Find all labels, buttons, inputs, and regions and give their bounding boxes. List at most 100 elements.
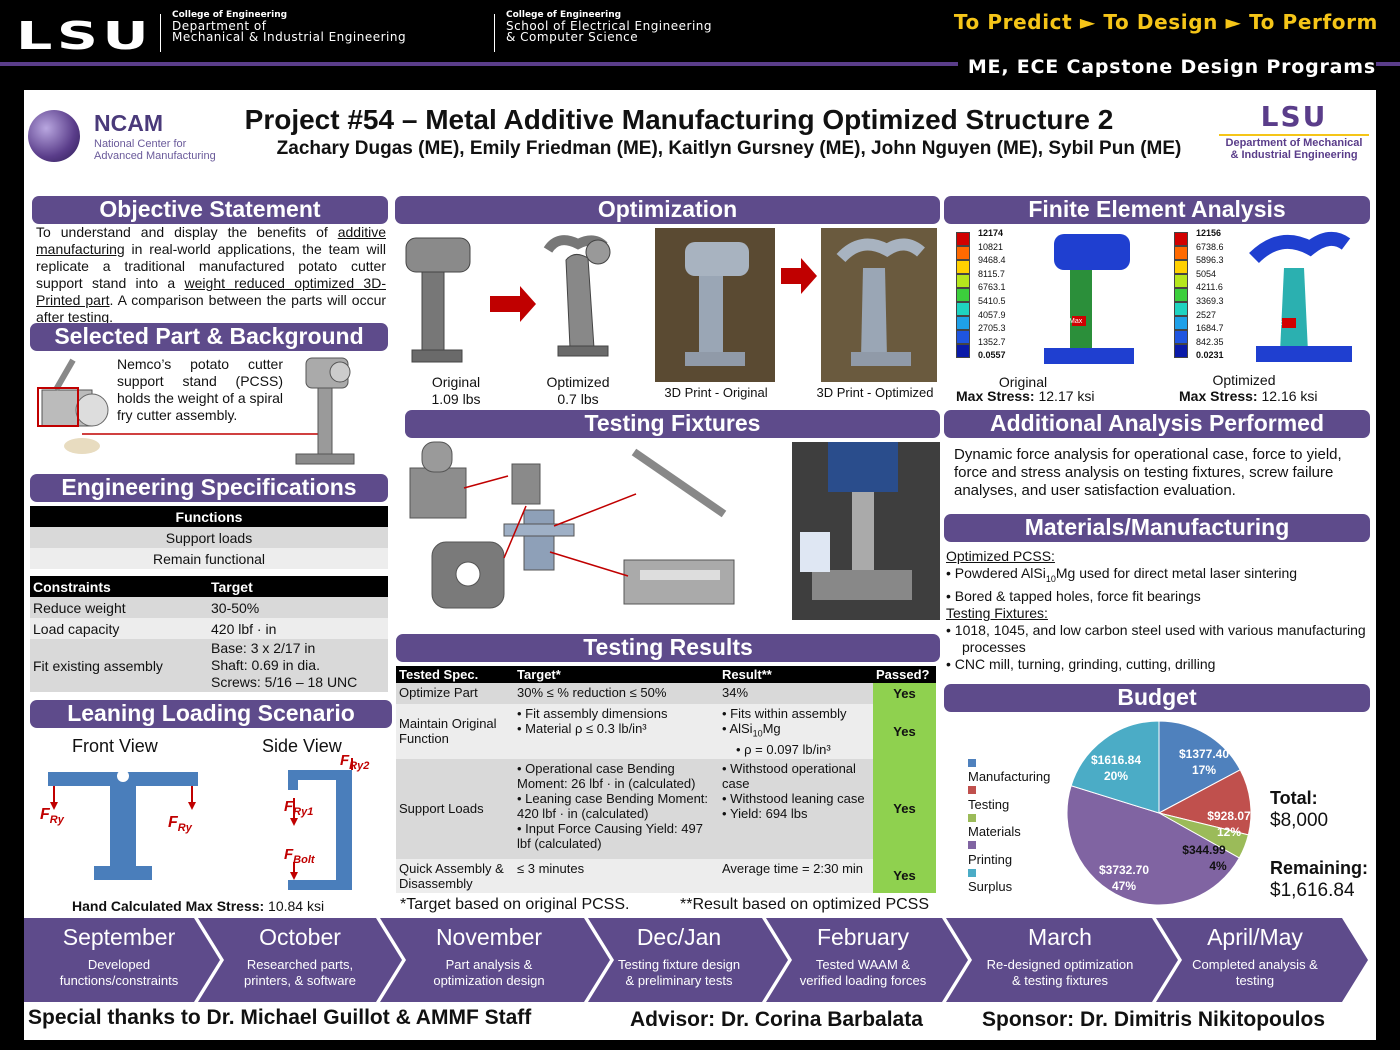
results-spec: Maintain Original Function [396, 704, 514, 759]
stress-label: Hand Calculated Max Stress: [72, 898, 265, 914]
pcss-part-image [295, 357, 355, 465]
pie-value-label: $344.99 [1182, 843, 1226, 857]
timeline-month: April/May [1207, 924, 1303, 950]
force-ry-right: FRy [168, 814, 192, 834]
force-symbol: F [168, 814, 178, 831]
legend-label: Materials [968, 824, 1021, 839]
testing-results-table: Tested Spec. Target* Result** Passed? Op… [396, 666, 936, 893]
fea-scale-label: 6763.1 [978, 282, 1006, 293]
fea-color-step [956, 302, 970, 316]
legend-swatch [968, 813, 976, 822]
alloy-subscript: 10 [752, 728, 763, 739]
results-header: Result** [719, 666, 873, 683]
pie-slice-surplus [1070, 720, 1160, 814]
fea-scale-label: 0.0231 [1196, 350, 1224, 361]
timeline-desc: Completed analysis &testing [1166, 957, 1344, 989]
footer-sponsor: Sponsor: Dr. Dimitris Nikitopoulos [982, 1008, 1326, 1031]
fea-scale-label: 5896.3 [1196, 255, 1224, 266]
results-pass-badge: Yes [873, 704, 936, 759]
additional-analysis-text: Dynamic force analysis for operational c… [954, 446, 1342, 499]
fea-color-step [956, 344, 970, 358]
timeline-desc-line: printers, & software [244, 973, 356, 988]
force-ry2: FRy2 [340, 752, 369, 772]
fea-optimized-model [1249, 231, 1352, 362]
results-pass-badge: Yes [873, 858, 936, 893]
fea-scale-label: 842.35 [1196, 336, 1224, 347]
footer-thanks: Special thanks to Dr. Michael Guillot & … [28, 1006, 532, 1029]
timeline-desc: Re-designed optimization& testing fixtur… [960, 957, 1160, 989]
results-spec: Support Loads [396, 758, 514, 859]
fea-scale-label: 3369.3 [1196, 296, 1224, 306]
legend-label: Printing [968, 851, 1013, 867]
timeline-desc-line: optimization design [433, 973, 545, 988]
legend-swatch [968, 758, 976, 767]
dept-line-2: & Computer Science [506, 30, 639, 44]
results-spec: Quick Assembly & Disassembly [396, 858, 514, 893]
objective-title: Objective Statement [32, 196, 388, 224]
materials-item: 1018, 1045, and low carbon steel used wi… [946, 622, 1366, 656]
fea-scale-label: 12174 [978, 228, 1004, 238]
results-spec: Optimize Part [396, 683, 514, 704]
timeline-desc: Researched parts,printers, & software [210, 957, 390, 989]
testing-results-title: Testing Results [396, 634, 940, 662]
budget-remaining-label: Remaining: [1270, 858, 1369, 878]
fea-color-bar [956, 232, 970, 358]
optimization-optimized-label: Optimized 0.7 lbs [538, 374, 618, 408]
materials-title: Materials/Manufacturing [944, 514, 1370, 542]
functions-header: Functions [30, 506, 388, 527]
fea-max-marker: Max [1269, 320, 1283, 327]
college-label: College of Engineering [506, 10, 622, 20]
alloy-name: AlSi [729, 721, 753, 736]
pie-percent-label: 20% [1104, 769, 1128, 783]
target-bullet: Input Force Causing Yield: 497 lbf (calc… [517, 821, 716, 851]
fea-color-step [1174, 316, 1188, 330]
legend-item: Surplus [968, 864, 1012, 894]
dept-line-1: School of Electrical Engineering [506, 19, 713, 33]
testing-fixtures-title: Testing Fixtures [405, 410, 940, 438]
fea-scale-label: 5054 [1196, 268, 1217, 279]
result-bullet: AlSi10Mg [722, 721, 870, 742]
results-note-result: **Result based on optimized PCSS [680, 896, 930, 913]
print-optimized-photo [821, 228, 937, 382]
print-optimized-label: 3D Print - Optimized [816, 385, 934, 400]
fixture-cad-image [409, 441, 735, 609]
function-item: Remain functional [30, 548, 388, 569]
fea-scale-label: 2527 [1196, 309, 1217, 320]
results-result: Average time = 2:30 min [719, 858, 873, 893]
force-symbol: F [40, 806, 50, 823]
cutter-machine-image [37, 358, 109, 454]
fea-scale-label: 2705.3 [978, 323, 1006, 334]
constraint-cell: Reduce weight [30, 597, 208, 618]
fea-color-step [1174, 288, 1188, 302]
cad-parts-image [405, 235, 611, 363]
project-authors: Zachary Dugas (ME), Emily Friedman (ME),… [276, 138, 1182, 159]
timeline-desc-line: verified loading forces [799, 973, 927, 988]
additional-analysis-title: Additional Analysis Performed [944, 410, 1370, 438]
header-divider [494, 14, 495, 52]
force-symbol: F [284, 846, 294, 863]
dept-line-1: Department of [172, 19, 267, 33]
materials-list: Powdered AlSi10Mg used for direct metal … [946, 565, 1366, 605]
result-subline: ρ = 0.097 lb/in³ [722, 742, 870, 757]
front-view-label: Front View [72, 736, 158, 756]
fea-title: Finite Element Analysis [944, 196, 1370, 224]
pie-value-label: $3732.70 [1099, 863, 1149, 877]
materials-heading: Testing Fixtures: [946, 604, 1048, 621]
lsu-wordmark: LSU [16, 14, 154, 58]
force-symbol: F [284, 798, 294, 815]
fea-color-step [956, 330, 970, 344]
pie-value-label: $1616.84 [1091, 753, 1141, 767]
timeline-month: March [1028, 924, 1092, 950]
fea-scale-label: 5410.5 [978, 296, 1006, 306]
results-header: Passed? [873, 666, 936, 683]
results-pass-badge: Yes [873, 758, 936, 859]
poster-panel: NCAM National Center for Advanced Manufa… [24, 90, 1376, 1040]
lsu-sub-line: & Industrial Engineering [1230, 149, 1358, 161]
fea-color-step [956, 260, 970, 274]
materials-text: Mg used for direct metal laser sintering [1055, 565, 1298, 581]
timeline-desc-line: Researched parts, [246, 957, 354, 972]
header-stripe [0, 62, 1400, 66]
college-electrical: College of Engineering School of Electri… [506, 10, 712, 43]
objective-text-part: in real-world applications, the team wil… [36, 241, 386, 291]
